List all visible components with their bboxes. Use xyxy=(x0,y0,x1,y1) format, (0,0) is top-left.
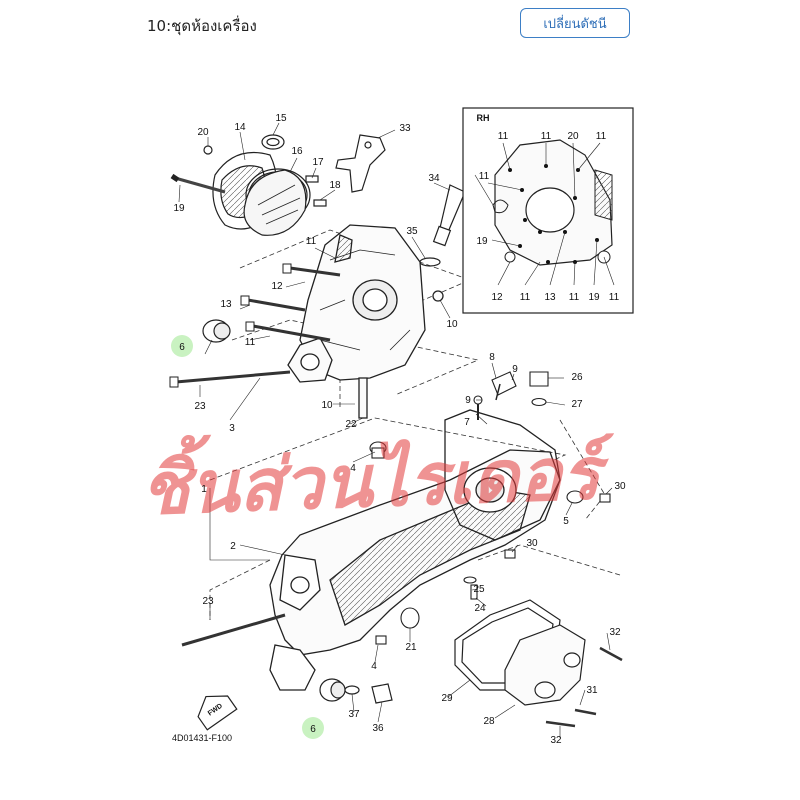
callout-20: 20 xyxy=(197,127,209,138)
callout-5: 5 xyxy=(563,516,569,527)
callout-17: 17 xyxy=(312,157,324,168)
callout-6-upper: 6 xyxy=(179,342,185,353)
right-crankcase-half xyxy=(287,224,444,419)
oil-dipstick xyxy=(419,184,466,267)
callout-23-lower: 23 xyxy=(202,596,214,607)
inset-labels: RH 11 11 20 11 11 19 12 11 13 11 19 11 xyxy=(476,113,619,303)
oil-seal-cover-group xyxy=(170,134,311,236)
callout-11-b: 11 xyxy=(245,337,256,348)
callout-7: 7 xyxy=(464,417,470,428)
callout-24: 24 xyxy=(474,603,486,614)
callout-25: 25 xyxy=(473,584,485,595)
callout-22: 22 xyxy=(345,419,357,430)
callout-28: 28 xyxy=(483,716,495,727)
callout-14: 14 xyxy=(234,122,246,133)
inset-callout-top-4: 11 xyxy=(596,131,607,142)
callout-37: 37 xyxy=(348,709,360,720)
engine-crankcase-diagram: ชิ้นส่วนไรเดอร์ 1 2 3 4 4 5 6 6 7 8 9 9 … xyxy=(139,107,634,746)
gasket-and-cover xyxy=(454,599,623,728)
callout-labels: 1 2 3 4 4 5 6 6 7 8 9 9 10 10 11 11 12 1… xyxy=(173,113,626,746)
drawing-code: 4D01431-F100 xyxy=(172,733,232,743)
callout-4-upper: 4 xyxy=(350,463,356,474)
callout-10-lower: 10 xyxy=(321,400,333,411)
callout-12: 12 xyxy=(271,281,283,292)
inset-callout-bottom-6: 11 xyxy=(609,292,620,303)
callout-1: 1 xyxy=(201,484,207,495)
inset-callout-bottom-5: 19 xyxy=(588,292,600,303)
rh-inset xyxy=(462,107,634,314)
inset-callout-top-2: 11 xyxy=(541,131,552,142)
inset-callout-bottom-1: 12 xyxy=(491,292,503,303)
callout-30-right: 30 xyxy=(614,481,626,492)
callout-35: 35 xyxy=(406,226,418,237)
callout-15: 15 xyxy=(275,113,287,124)
change-index-button[interactable]: เปลี่ยนดัชนี xyxy=(520,8,630,38)
callout-19: 19 xyxy=(173,203,185,214)
inset-callout-left-19: 19 xyxy=(476,236,488,247)
long-bolt-lower xyxy=(181,613,286,647)
inset-callout-bottom-2: 11 xyxy=(520,292,531,303)
callout-36: 36 xyxy=(372,723,384,734)
callout-13: 13 xyxy=(220,299,232,310)
callout-2: 2 xyxy=(230,541,236,552)
callout-3: 3 xyxy=(229,423,235,434)
bolts-upper xyxy=(175,266,341,384)
highlight-part-6-upper xyxy=(171,335,193,357)
highlight-part-6-lower xyxy=(302,717,324,739)
inset-title: RH xyxy=(477,113,490,123)
callout-30-mid: 30 xyxy=(526,538,538,549)
callout-11-a: 11 xyxy=(306,236,317,247)
bushing-upper xyxy=(202,319,231,343)
callout-29: 29 xyxy=(441,693,453,704)
callout-31: 31 xyxy=(586,685,598,696)
callout-16: 16 xyxy=(291,146,303,157)
callout-34: 34 xyxy=(428,173,440,184)
inset-callout-top-1: 11 xyxy=(498,131,509,142)
callout-23-upper: 23 xyxy=(194,401,206,412)
callout-32-upper: 32 xyxy=(609,627,621,638)
watermark-text: ชิ้นส่วนไรเดอร์ xyxy=(139,419,618,530)
callout-33: 33 xyxy=(399,123,411,134)
callout-4-lower: 4 xyxy=(371,661,377,672)
callout-32-lower: 32 xyxy=(550,735,562,746)
fwd-arrow-icon: FWD xyxy=(197,695,238,731)
inset-callout-top-3: 20 xyxy=(567,131,579,142)
callout-8: 8 xyxy=(489,352,495,363)
bracket-33 xyxy=(335,134,386,193)
callout-10-upper: 10 xyxy=(446,319,458,330)
callout-27: 27 xyxy=(571,399,583,410)
bushing-lower xyxy=(319,678,393,704)
inset-callout-left-11: 11 xyxy=(479,171,490,182)
bolt-heads-upper xyxy=(169,263,292,388)
callout-6-lower: 6 xyxy=(310,724,316,735)
callout-9-left: 9 xyxy=(465,395,471,406)
small-parts xyxy=(369,371,611,645)
callout-21: 21 xyxy=(405,642,417,653)
leader-lines xyxy=(178,122,613,738)
left-crankcase-half xyxy=(269,449,561,691)
page-title: 10:ชุดห้องเครื่อง xyxy=(147,17,257,35)
callout-9-right: 9 xyxy=(512,364,518,375)
inset-callout-bottom-4: 11 xyxy=(569,292,580,303)
callout-26: 26 xyxy=(571,372,583,383)
callout-18: 18 xyxy=(329,180,341,191)
page-header: 10:ชุดห้องเครื่อง เปลี่ยนดัชนี xyxy=(0,0,800,50)
generator-cover xyxy=(444,409,561,541)
inset-callout-bottom-3: 13 xyxy=(544,292,556,303)
